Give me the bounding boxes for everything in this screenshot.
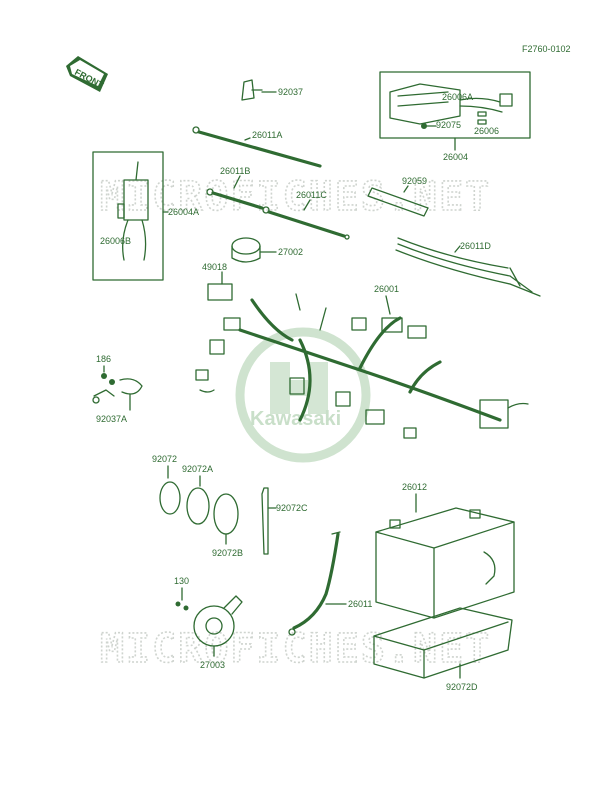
label-26011A: 26011A [252,130,282,140]
bands-92072: 92072 92072A 92072B [152,454,243,558]
logo-text: Kawasaki [250,408,341,430]
connector-49018: 49018 [202,262,233,301]
battery-26012: 26012 [375,482,515,619]
tube-92059: 92059 [367,176,429,217]
label-26004: 26004 [443,152,468,162]
label-26006A-top: 26006A [442,92,473,102]
watermark-bottom: MICROFICHES.NET [100,626,491,672]
label-26006-top: 26006 [474,126,499,136]
label-92075: 92075 [436,120,461,130]
label-26004A: 26004A [168,207,199,217]
label-186: 186 [96,354,111,364]
lead-26011C: 26011C [262,190,350,240]
bracket-92037: 92037 [241,79,303,101]
kawasaki-logo: Kawasaki [235,327,371,463]
label-92037A: 92037A [96,414,127,424]
label-26011B: 26011B [220,166,250,176]
tray-92072D: 92072D [373,607,513,692]
label-26011D: 26011D [460,241,491,251]
label-92072: 92072 [152,454,177,464]
main-harness-26001: 26001 [195,284,529,439]
label-92072C: 92072C [276,503,308,513]
label-130: 130 [174,576,189,586]
label-27003: 27003 [200,660,225,670]
label-26012: 26012 [402,482,427,492]
label-27002: 27002 [278,247,303,257]
figure-code: F2760-0102 [522,44,571,54]
label-26001: 26001 [374,284,399,294]
lead-26011A: 26011A [192,126,322,168]
horn-27003: 130 27003 [174,576,243,670]
regulator-26004: 92075 26006A 26006 26004 [379,71,531,162]
strap-92072C: 92072C [261,487,308,555]
lead-26011D: 26011D [395,237,541,297]
label-26006B: 26006B [100,236,131,246]
clamp-92037A: 186 92037A [92,354,143,424]
label-26011: 26011 [348,599,372,609]
label-92037: 92037 [278,87,303,97]
unit-26004A: 26004A 26006B [92,151,199,281]
label-92059: 92059 [402,176,427,186]
front-arrow-icon: FRONT [66,56,108,92]
label-49018: 49018 [202,262,227,272]
cable-26011: 26011 [288,531,372,636]
label-92072B: 92072B [212,548,243,558]
relay-27002: 27002 [231,237,303,263]
label-92072D: 92072D [446,682,478,692]
label-26011C: 26011C [296,190,327,200]
lead-26011B: 26011B [206,166,264,210]
label-92072A: 92072A [182,464,213,474]
